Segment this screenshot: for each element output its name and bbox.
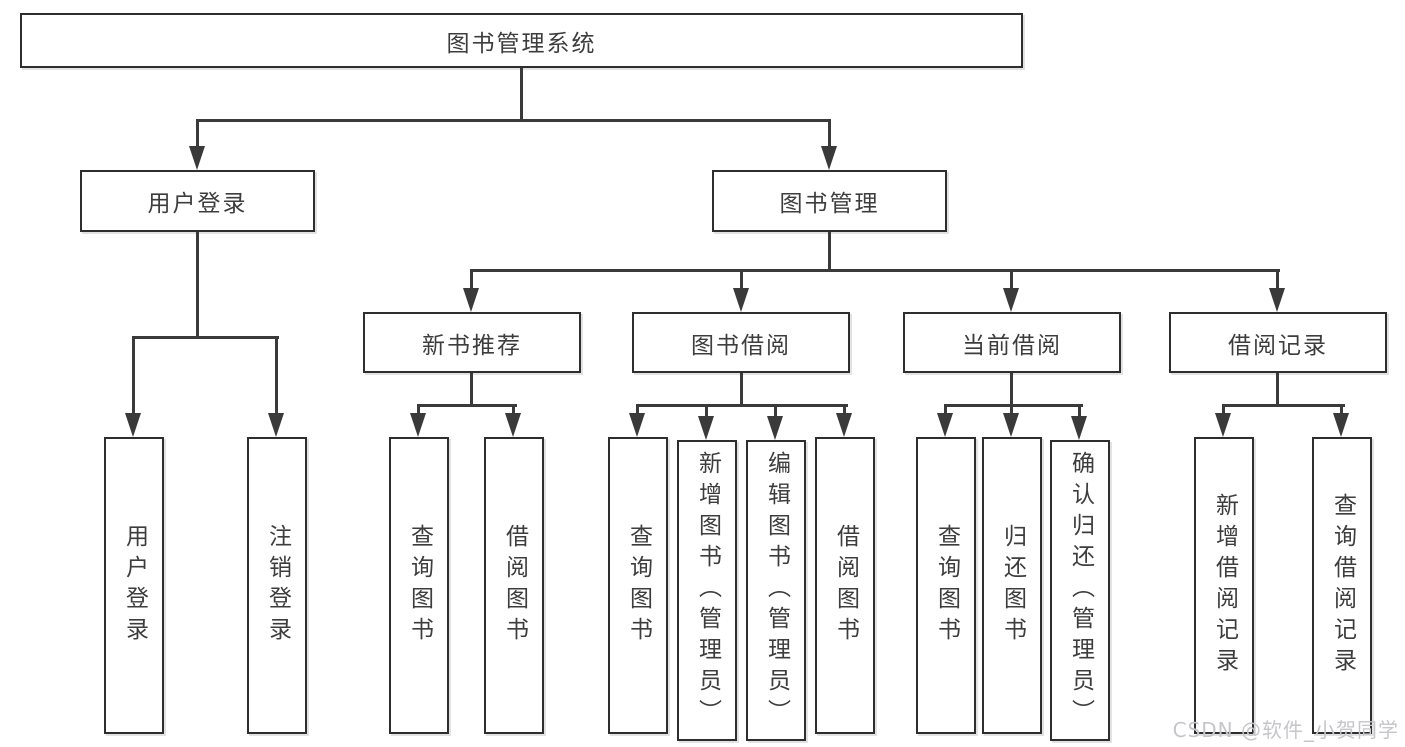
connector-drop-login <box>196 119 199 150</box>
connector-level2-rail <box>470 269 1280 272</box>
arrow-down-icon <box>836 413 852 437</box>
connector-login-rail <box>132 336 279 339</box>
node-user-login: 用户登录 <box>80 170 315 232</box>
node-root-label: 图书管理系统 <box>446 30 597 57</box>
node-leaf-rec-query: 查询借阅记录 <box>1312 437 1372 734</box>
connector-login-trunk <box>196 232 199 339</box>
node-borrow-records-label: 借阅记录 <box>1228 332 1328 359</box>
arrow-down-icon <box>698 416 714 440</box>
arrow-down-icon <box>1269 288 1285 312</box>
connector-drop-rec-add <box>1222 404 1225 417</box>
connector-drop-cur-return <box>1010 404 1013 417</box>
node-leaf-user-login: 用户登录 <box>104 437 164 734</box>
connector-records-trunk <box>1276 373 1279 407</box>
connector-drop-cur-query <box>944 404 947 417</box>
node-leaf-bw-query: 查询图书 <box>608 437 668 734</box>
node-leaf-bw-query-label: 查询图书 <box>625 523 652 648</box>
connector-drop-bw-query <box>636 404 639 417</box>
connector-drop-login-user <box>132 336 135 416</box>
connector-drop-bw-add <box>705 404 708 420</box>
node-new-book-label: 新书推荐 <box>422 332 522 359</box>
connector-borrow-rail <box>636 404 848 407</box>
node-leaf-cur-confirm-label: 确认归还（管理员） <box>1067 451 1094 730</box>
node-leaf-nb-query-label: 查询图书 <box>406 523 433 648</box>
node-leaf-bw-add-label: 新增图书（管理员） <box>694 451 721 730</box>
node-leaf-cur-return: 归还图书 <box>982 437 1042 734</box>
connector-drop-bw-borrow <box>843 404 846 417</box>
node-book-borrow: 图书借阅 <box>632 312 850 373</box>
node-leaf-cur-confirm: 确认归还（管理员） <box>1050 440 1110 741</box>
connector-new-book-trunk <box>470 373 473 407</box>
arrow-down-icon <box>410 413 426 437</box>
arrow-down-icon <box>629 413 645 437</box>
node-leaf-bw-borrow-label: 借阅图书 <box>832 523 859 648</box>
arrow-down-icon <box>733 288 749 312</box>
node-leaf-cur-query: 查询图书 <box>916 437 976 734</box>
arrow-down-icon <box>1003 288 1019 312</box>
node-book-mgmt: 图书管理 <box>712 170 947 232</box>
connector-drop-records <box>1276 269 1279 292</box>
connector-borrow-trunk <box>740 373 743 407</box>
node-leaf-bw-borrow: 借阅图书 <box>815 437 875 734</box>
arrow-down-icon <box>1215 413 1231 437</box>
node-user-login-label: 用户登录 <box>147 191 248 217</box>
node-leaf-nb-borrow: 借阅图书 <box>484 437 544 734</box>
arrow-down-icon <box>1003 413 1019 437</box>
arrow-down-icon <box>463 288 479 312</box>
connector-drop-nb-query <box>417 404 420 417</box>
connector-records-rail <box>1222 404 1345 407</box>
arrow-down-icon <box>268 413 284 437</box>
arrow-down-icon <box>505 413 521 437</box>
node-leaf-bw-add: 新增图书（管理员） <box>677 440 737 741</box>
node-borrow-records: 借阅记录 <box>1169 312 1387 373</box>
node-current-borrow-label: 当前借阅 <box>962 332 1062 359</box>
node-leaf-cur-query-label: 查询图书 <box>933 523 960 648</box>
connector-drop-rec-query <box>1340 404 1343 417</box>
node-leaf-cur-return-label: 归还图书 <box>999 523 1026 648</box>
connector-drop-new-book <box>470 269 473 292</box>
connector-drop-cur-confirm <box>1078 404 1081 420</box>
node-root: 图书管理系统 <box>20 13 1023 68</box>
connector-root-trunk <box>520 68 523 121</box>
connector-drop-mgmt <box>828 119 831 150</box>
node-leaf-rec-add-label: 新增借阅记录 <box>1211 492 1238 679</box>
connector-new-book-rail <box>417 404 517 407</box>
arrow-down-icon <box>1333 413 1349 437</box>
node-leaf-nb-borrow-label: 借阅图书 <box>501 523 528 648</box>
node-leaf-nb-query: 查询图书 <box>389 437 449 734</box>
arrow-down-icon <box>1071 416 1087 440</box>
node-leaf-logout-label: 注销登录 <box>264 523 291 648</box>
connector-current-rail <box>944 404 1083 407</box>
node-leaf-user-login-label: 用户登录 <box>121 523 148 648</box>
node-book-mgmt-label: 图书管理 <box>779 191 880 217</box>
node-new-book: 新书推荐 <box>363 312 581 373</box>
node-book-borrow-label: 图书借阅 <box>691 332 791 359</box>
arrow-down-icon <box>767 416 783 440</box>
connector-level1-rail <box>196 119 831 122</box>
node-leaf-rec-add: 新增借阅记录 <box>1194 437 1254 734</box>
connector-current-trunk <box>1010 373 1013 407</box>
arrow-down-icon <box>125 413 141 437</box>
connector-drop-borrow <box>740 269 743 292</box>
node-current-borrow: 当前借阅 <box>903 312 1121 373</box>
connector-drop-current <box>1010 269 1013 292</box>
arrow-down-icon <box>937 413 953 437</box>
connector-drop-login-logout <box>275 336 278 416</box>
arrow-down-icon <box>189 146 205 170</box>
csdn-watermark: CSDN @软件_小贺同学 <box>1172 718 1399 742</box>
node-leaf-logout: 注销登录 <box>247 437 307 734</box>
node-leaf-bw-edit: 编辑图书（管理员） <box>746 440 806 741</box>
connector-drop-nb-borrow <box>512 404 515 417</box>
connector-mgmt-trunk <box>828 232 831 272</box>
connector-drop-bw-edit <box>774 404 777 420</box>
node-leaf-rec-query-label: 查询借阅记录 <box>1329 492 1356 679</box>
arrow-down-icon <box>821 146 837 170</box>
node-leaf-bw-edit-label: 编辑图书（管理员） <box>763 451 790 730</box>
